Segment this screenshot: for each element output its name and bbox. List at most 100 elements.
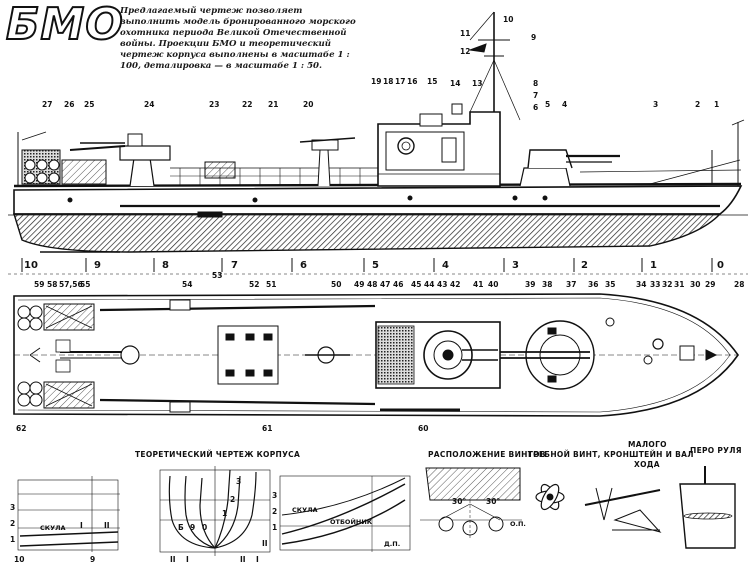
tick: 9 [90, 555, 96, 564]
tick: 2 [272, 507, 278, 516]
callout: 21 [268, 100, 279, 109]
plan-view [13, 293, 739, 417]
callout: 15 [427, 77, 438, 86]
callout: 9 [531, 33, 537, 42]
tick: 2 [10, 519, 16, 528]
shaft-propeller [535, 483, 662, 533]
frame-marks [8, 258, 748, 275]
callout: 25 [84, 100, 95, 109]
label-roman: II [104, 521, 110, 530]
callout: 14 [450, 79, 461, 88]
callout: 55 [80, 280, 91, 289]
callout: 24 [144, 100, 155, 109]
tick: 10 [14, 555, 25, 564]
callout: 2 [695, 100, 701, 109]
callout: 33 [650, 280, 661, 289]
frame-number: 9 [94, 260, 101, 271]
callout: 41 [473, 280, 484, 289]
callout: 17 [395, 77, 406, 86]
callout: 32 [662, 280, 673, 289]
tick: II [240, 555, 246, 564]
callout: 20 [303, 100, 314, 109]
callout: 12 [460, 47, 471, 56]
rudder-caption: ПЕРО РУЛЯ [690, 446, 742, 455]
tick: I [186, 555, 189, 564]
frame-number: 5 [372, 260, 379, 271]
callout: 34 [636, 280, 647, 289]
drawing-title: БМО [5, 0, 124, 50]
callout: 43 [437, 280, 448, 289]
callout: 39 [525, 280, 536, 289]
label-roman: I [80, 521, 83, 530]
tick: 9 [190, 523, 196, 532]
callout: 22 [242, 100, 253, 109]
callout: 52 [249, 280, 260, 289]
callout: 23 [209, 100, 220, 109]
callout: 48 [367, 280, 378, 289]
label-skula: СКУЛА [292, 506, 318, 514]
shaft-subcaption-2: ХОДА [634, 460, 660, 469]
callout: 8 [533, 79, 539, 88]
shaft-caption: ГРЕБНОЙ ВИНТ, КРОНШТЕЙН И ВАЛ [528, 450, 694, 459]
callout: 47 [380, 280, 391, 289]
callout: 30 [690, 280, 701, 289]
callout: 60 [418, 424, 429, 433]
propellers-caption: РАСПОЛОЖЕНИЕ ВИНТОВ [428, 450, 546, 459]
tick: I [256, 555, 259, 564]
callout: 59 [34, 280, 45, 289]
callout: 40 [488, 280, 499, 289]
frame-number: 0 [717, 260, 724, 271]
callout: 62 [16, 424, 27, 433]
frame-number: 4 [442, 260, 449, 271]
callout: 57,56 [59, 280, 83, 289]
callout: 50 [331, 280, 342, 289]
callout: 5 [545, 100, 551, 109]
callout: 44 [424, 280, 435, 289]
lines-plan-caption: ТЕОРЕТИЧЕСКИЙ ЧЕРТЕЖ КОРПУСА [135, 450, 301, 459]
tick: 1 [222, 509, 228, 518]
shaft-subcaption-1: МАЛОГО [628, 440, 667, 449]
callout: 16 [407, 77, 418, 86]
callout: 49 [354, 280, 365, 289]
callout: 27 [42, 100, 53, 109]
label-dp: Д.П. [384, 540, 401, 548]
callout: 31 [674, 280, 685, 289]
frame-number: 10 [24, 260, 38, 271]
callout: 28 [734, 280, 745, 289]
callout: 38 [542, 280, 553, 289]
callout: 58 [47, 280, 58, 289]
tick: 1 [272, 523, 278, 532]
tick: 2 [230, 495, 236, 504]
tick: II [170, 555, 176, 564]
rudder-blade [679, 466, 736, 549]
label-skula: СКУЛА [40, 524, 66, 532]
frame-number: 3 [512, 260, 519, 271]
callout: 36 [588, 280, 599, 289]
tick: 3 [10, 503, 16, 512]
frame-number: 7 [231, 260, 238, 271]
tick: Б [178, 523, 184, 532]
callout: 42 [450, 280, 461, 289]
label-otboynik: ОТБОЙНИК [330, 518, 373, 526]
callout: 54 [182, 280, 193, 289]
callout: 3 [653, 100, 659, 109]
callout: 10 [503, 15, 514, 24]
label-op: О.П. [510, 520, 526, 528]
callout: 46 [393, 280, 404, 289]
callout: 18 [383, 77, 394, 86]
callout: 61 [262, 424, 273, 433]
lines-plan [17, 466, 411, 556]
callout: 4 [562, 100, 568, 109]
callout: 37 [566, 280, 577, 289]
callout: 7 [533, 91, 539, 100]
propellers-layout [420, 467, 522, 540]
tick: 0 [202, 523, 208, 532]
tick: 1 [10, 535, 16, 544]
callout: 1 [714, 100, 720, 109]
frame-number: 1 [650, 260, 657, 271]
callout: 11 [460, 29, 471, 38]
callout: 26 [64, 100, 75, 109]
tick: 3 [272, 491, 278, 500]
callout: 45 [411, 280, 422, 289]
